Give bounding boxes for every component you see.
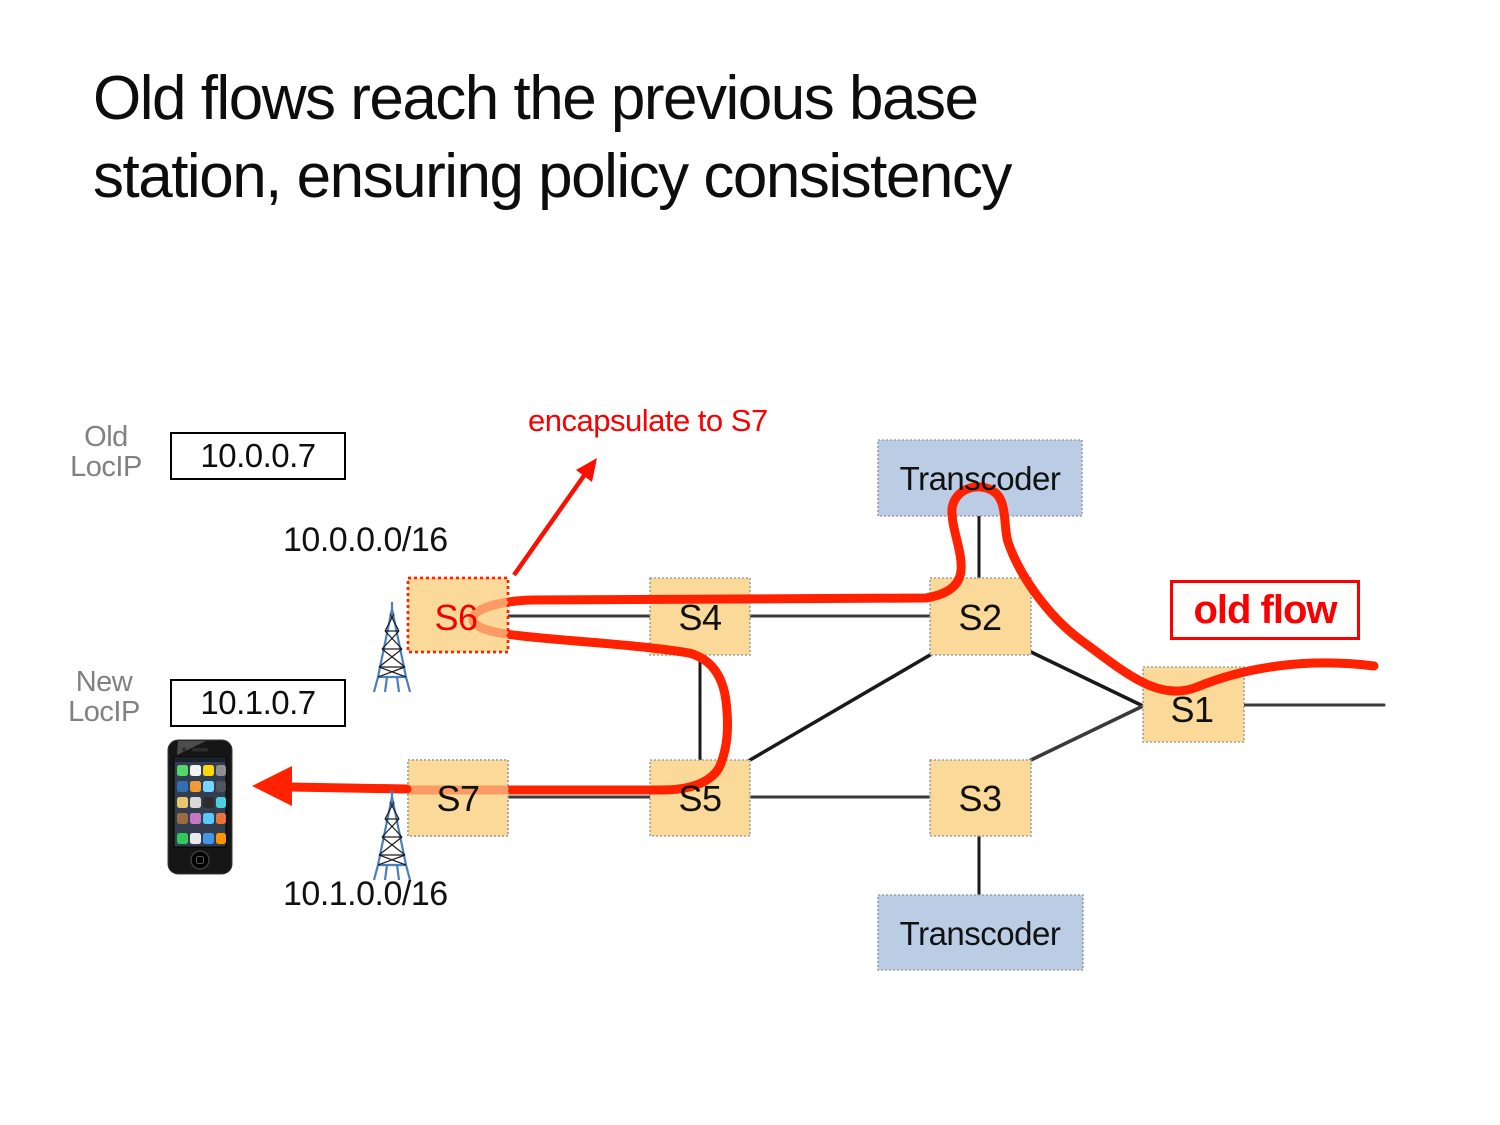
new-subnet-label: 10.1.0.0/16 [283,875,448,913]
slide-title-line1: Old flows reach the previous base [93,64,979,133]
switch-s4-label: S4 [678,597,721,638]
old-locip-value-box: 10.0.0.7 [170,432,346,480]
cell-tower-icon-new [372,790,412,881]
box-overlays [406,576,510,837]
new-locip-value-box: 10.1.0.7 [170,679,346,727]
old-flow-legend-box: old flow [1170,580,1360,640]
node-labels: S6 S4 S2 S1 S7 S5 S3 Transcoder Transcod… [434,460,1214,952]
switch-s3-box [929,759,1032,837]
old-locip-label-line1: Old [84,421,128,453]
network-links [506,514,1386,897]
switch-s4-box [649,577,751,656]
node-boxes [406,439,1245,971]
encapsulate-note: encapsulate to S7 [528,403,768,438]
cell-tower-icon-old [372,602,412,693]
switch-s6-label: S6 [434,597,477,638]
flow-to-phone-arrow [252,766,412,806]
smartphone-image [167,739,233,875]
old-locip-label: Old LocIP [58,421,154,483]
encapsulate-arrow [512,458,597,577]
transcoder-bottom-box [877,894,1084,971]
switch-s7-label: S7 [436,778,479,819]
new-locip-value: 10.1.0.7 [200,684,316,721]
transcoder-top-label: Transcoder [900,460,1061,497]
slide-title: Old flows reach the previous base statio… [93,60,1313,216]
transcoder-bottom-label: Transcoder [900,915,1061,952]
new-locip-label-line1: New [75,666,133,698]
switch-s5-label: S5 [678,778,721,819]
switch-s1-label: S1 [1170,689,1213,730]
switch-s3-label: S3 [958,778,1001,819]
transcoder-top-box [877,439,1083,517]
old-subnet-label: 10.0.0.0/16 [283,521,448,559]
old-locip-value: 10.0.0.7 [200,437,316,474]
switch-s5-box [649,759,751,837]
old-locip-label-line2: LocIP [70,450,142,483]
switch-s2-label: S2 [958,597,1001,638]
slide-title-line2: station, ensuring policy consistency [93,142,1012,212]
old-flow-legend-text: old flow [1193,587,1337,632]
new-locip-label-line2: LocIP [68,695,140,728]
old-flow-path [405,482,1379,795]
new-locip-label: New LocIP [54,666,154,728]
